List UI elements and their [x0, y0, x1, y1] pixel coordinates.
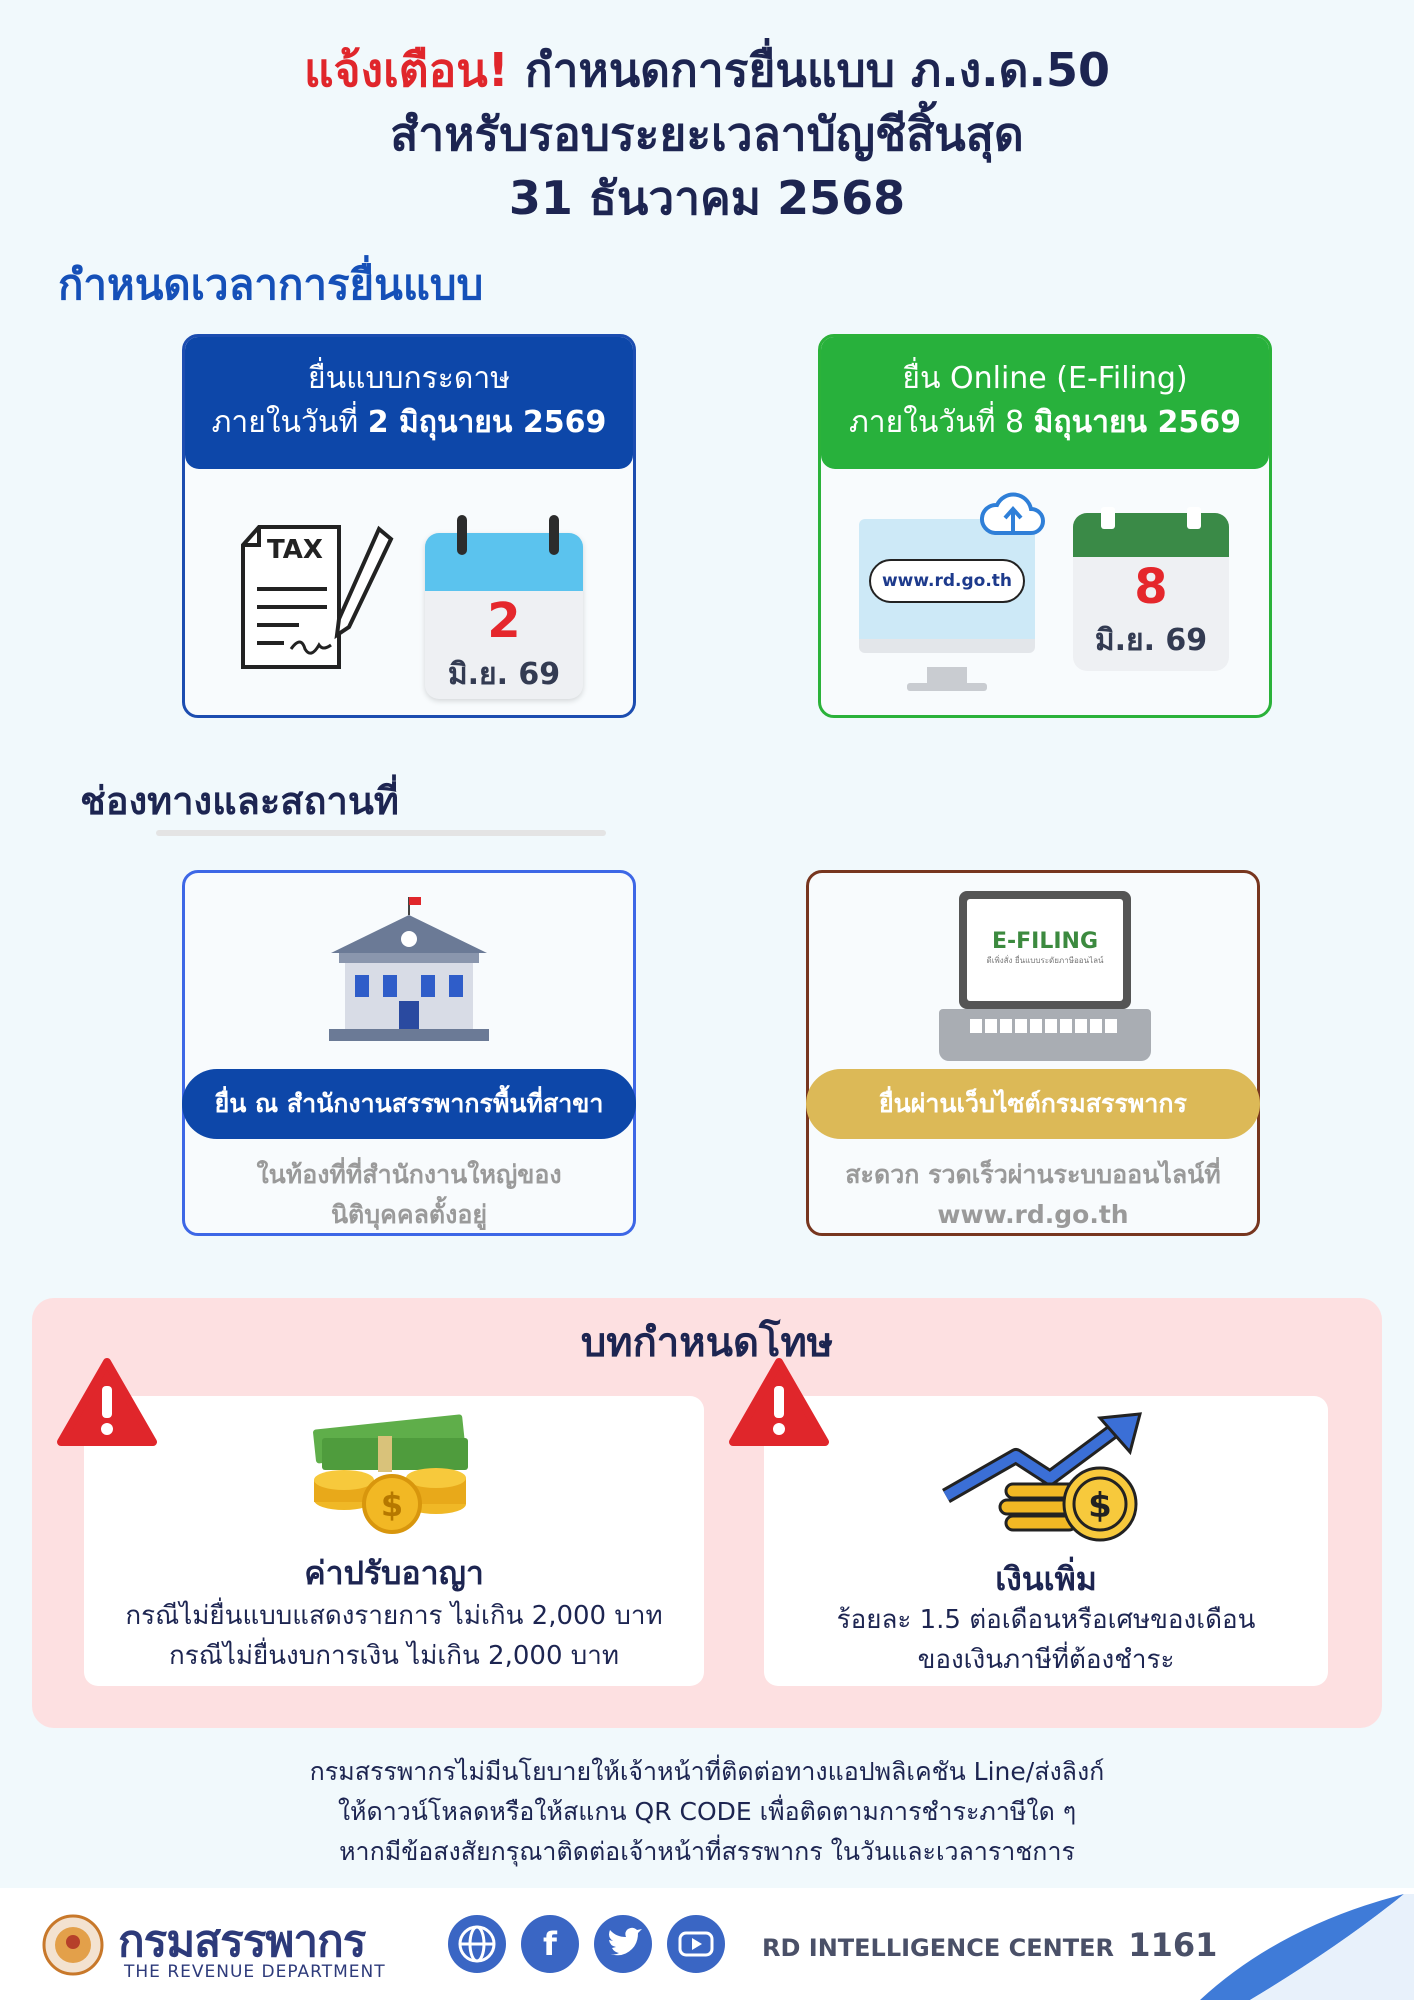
- branch-office-pill: ยื่น ณ สำนักงานสรรพากรพื้นที่สาขา: [182, 1069, 636, 1139]
- surcharge-line-1: ร้อยละ 1.5 ต่อเดือนหรือเศษของเดือน: [836, 1605, 1256, 1635]
- money-pile-icon: $: [313, 1414, 468, 1534]
- header-line-1-text: กำหนดการยื่นแบบ ภ.ง.ด.50: [508, 43, 1110, 97]
- department-name-english: THE REVENUE DEPARTMENT: [124, 1962, 386, 1982]
- online-deadline-prefix: ภายในวันที่ 8: [849, 405, 1034, 440]
- monitor-base: [907, 683, 987, 691]
- branch-office-description: ในท้องที่ที่สำนักงานใหญ่ของ นิติบุคคลตั้…: [185, 1155, 633, 1235]
- online-filing-deadline: ภายในวันที่ 8 มิถุนายน 2569: [821, 401, 1269, 445]
- calendar-ring: [1187, 507, 1201, 529]
- paper-filing-deadline: ภายในวันที่ 2 มิถุนายน 2569: [185, 401, 633, 445]
- notice-line-1: กรมสรรพากรไม่มีนโยบายให้เจ้าหน้าที่ติดต่…: [309, 1757, 1105, 1786]
- calendar-month: มิ.ย. 69: [447, 657, 561, 692]
- branch-desc-line-2: นิติบุคคลตั้งอยู่: [330, 1200, 488, 1229]
- deadline-section-title: กำหนดเวลาการยื่นแบบ: [58, 260, 484, 309]
- channels-section-title: ช่องทางและสถานที่: [80, 779, 399, 823]
- center-label-text: RD INTELLIGENCE CENTER: [762, 1934, 1114, 1962]
- criminal-fine-text: กรณีไม่ยื่นแบบแสดงรายการ ไม่เกิน 2,000 บ…: [84, 1596, 704, 1676]
- department-name-thai: กรมสรรพากร: [118, 1916, 366, 1967]
- footer: กรมสรรพากร THE REVENUE DEPARTMENT f RD I…: [0, 1888, 1414, 2000]
- efiling-logo-subtitle: ดีเพิ่งสั่ง ยื่นแบบระดัยภาษีออนไลน์: [986, 956, 1104, 965]
- paper-filing-card: ยื่นแบบกระดาษ ภายในวันที่ 2 มิถุนายน 256…: [182, 334, 636, 718]
- surcharge-text: ร้อยละ 1.5 ต่อเดือนหรือเศษของเดือน ของเง…: [764, 1600, 1328, 1680]
- web-desc-line-2: www.rd.go.th: [937, 1200, 1129, 1229]
- laptop-screen: E-FILING ดีเพิ่งสั่ง ยื่นแบบระดัยภาษีออน…: [967, 899, 1123, 1001]
- paper-filing-label: ยื่นแบบกระดาษ: [307, 361, 510, 396]
- online-filing-header: ยื่น Online (E-Filing) ภายในวันที่ 8 มิถ…: [821, 337, 1269, 469]
- online-filing-label: ยื่น Online (E-Filing): [902, 361, 1188, 396]
- criminal-fine-box: $ ค่าปรับอาญา กรณีไม่ยื่นแบบแสดงรายการ ไ…: [84, 1396, 704, 1686]
- fine-line-2: กรณีไม่ยื่นงบการเงิน ไม่เกิน 2,000 บาท: [169, 1641, 619, 1671]
- calendar-ring: [457, 515, 467, 555]
- website-filing-pill: ยื่นผ่านเว็บไซต์กรมสรรพากร: [806, 1069, 1260, 1139]
- branch-office-card: ยื่น ณ สำนักงานสรรพากรพื้นที่สาขา ในท้อง…: [182, 870, 636, 1236]
- url-bubble: www.rd.go.th: [869, 559, 1025, 603]
- paper-deadline-prefix: ภายในวันที่: [211, 405, 368, 440]
- intelligence-center-label: RD INTELLIGENCE CENTER 1161: [762, 1926, 1217, 1964]
- center-hotline-number: 1161: [1128, 1926, 1218, 1964]
- calendar-top: [425, 533, 583, 591]
- criminal-fine-title: ค่าปรับอาญา: [304, 1554, 484, 1592]
- government-building-icon: [329, 897, 489, 1041]
- tax-document-label-wrap: TAX: [229, 535, 399, 565]
- warning-icon: [729, 1358, 829, 1446]
- monitor-stand: [927, 667, 967, 685]
- warning-icon: [57, 1358, 157, 1446]
- revenue-department-seal-icon: [42, 1914, 104, 1976]
- fine-line-1: กรณีไม่ยื่นแบบแสดงรายการ ไม่เกิน 2,000 บ…: [125, 1601, 663, 1631]
- online-deadline-date: มิถุนายน 2569: [1033, 405, 1241, 440]
- calendar-ring: [549, 515, 559, 555]
- efiling-logo: E-FILING: [991, 929, 1099, 954]
- scam-notice: กรมสรรพากรไม่มีนโยบายให้เจ้าหน้าที่ติดต่…: [0, 1752, 1414, 1872]
- header-line-2: สำหรับรอบระยะเวลาบัญชีสิ้นสุด: [390, 107, 1024, 161]
- laptop-icon: E-FILING ดีเพิ่งสั่ง ยื่นแบบระดัยภาษีออน…: [959, 891, 1131, 1009]
- notice-line-3: หากมีข้อสงสัยกรุณาติดต่อเจ้าหน้าที่สรรพา…: [339, 1837, 1075, 1866]
- cloud-upload-icon: [979, 492, 1045, 535]
- header-line-1: แจ้งเตือน! กำหนดการยื่นแบบ ภ.ง.ด.50: [0, 38, 1414, 102]
- penalty-section-title: บทกำหนดโทษ: [580, 1320, 834, 1366]
- rising-coins-icon: $: [942, 1412, 1143, 1542]
- calendar-day: 8: [1134, 559, 1168, 615]
- website-filing-card: E-FILING ดีเพิ่งสั่ง ยื่นแบบระดัยภาษีออน…: [806, 870, 1260, 1236]
- page-header: แจ้งเตือน! กำหนดการยื่นแบบ ภ.ง.ด.50 สำหร…: [0, 38, 1414, 230]
- paper-deadline-date: 2 มิถุนายน 2569: [367, 405, 607, 440]
- svg-text:$: $: [381, 1486, 403, 1524]
- calendar-ring: [1101, 507, 1115, 529]
- online-filing-card: ยื่น Online (E-Filing) ภายในวันที่ 8 มิถ…: [818, 334, 1272, 718]
- notice-line-2: ให้ดาวน์โหลดหรือให้สแกน QR CODE เพื่อติด…: [337, 1797, 1077, 1826]
- laptop-keys: [970, 1019, 1120, 1033]
- online-deadline-calendar: 8 มิ.ย. 69: [1073, 513, 1229, 671]
- tax-document-icon: [241, 525, 394, 669]
- laptop-keyboard: [939, 1009, 1151, 1061]
- twitter-icon[interactable]: [594, 1915, 652, 1973]
- paper-deadline-calendar: 2 มิ.ย. 69: [425, 533, 583, 699]
- svg-text:$: $: [1088, 1486, 1112, 1526]
- calendar-day: 2: [487, 593, 521, 649]
- globe-icon[interactable]: [448, 1915, 506, 1973]
- web-desc-line-1: สะดวก รวดเร็วผ่านระบบออนไลน์ที่: [845, 1160, 1221, 1189]
- alert-label: แจ้งเตือน!: [304, 43, 509, 97]
- website-filing-description: สะดวก รวดเร็วผ่านระบบออนไลน์ที่ www.rd.g…: [809, 1155, 1257, 1235]
- surcharge-title: เงินเพิ่ม: [995, 1560, 1097, 1598]
- calendar-month: มิ.ย. 69: [1094, 623, 1208, 658]
- youtube-icon[interactable]: [667, 1915, 725, 1973]
- surcharge-line-2: ของเงินภาษีที่ต้องชำระ: [917, 1645, 1175, 1675]
- facebook-icon[interactable]: f: [521, 1915, 579, 1973]
- corner-swoosh-decoration: [1200, 1894, 1414, 2000]
- tax-document-label: TAX: [267, 535, 323, 565]
- header-line-3: 31 ธันวาคม 2568: [508, 171, 906, 225]
- surcharge-box: $ เงินเพิ่ม ร้อยละ 1.5 ต่อเดือนหรือเศษขอ…: [764, 1396, 1328, 1686]
- branch-desc-line-1: ในท้องที่ที่สำนักงานใหญ่ของ: [256, 1160, 562, 1189]
- calendar-top: [1073, 513, 1229, 557]
- section-divider: [156, 830, 606, 836]
- paper-filing-header: ยื่นแบบกระดาษ ภายในวันที่ 2 มิถุนายน 256…: [185, 337, 633, 469]
